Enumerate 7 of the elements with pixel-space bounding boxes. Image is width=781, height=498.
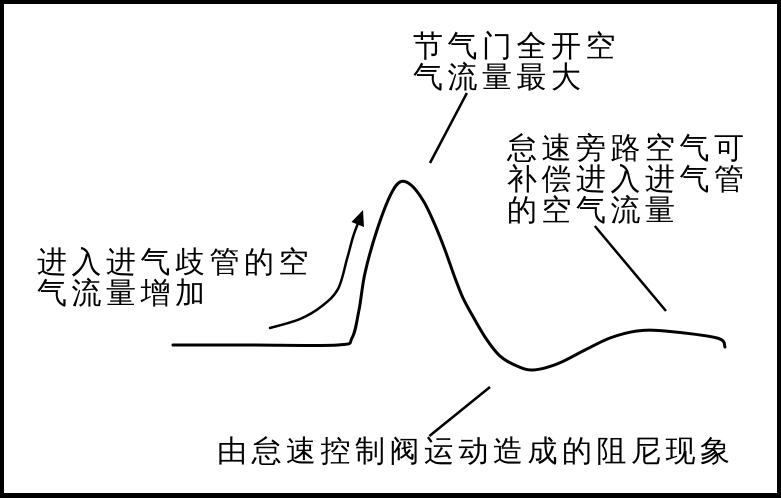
annotation-text: 进入进气歧管的空气流量增加 [37,247,317,309]
annotation-text: 由怠速控制阀运动造成的阻尼现象 [217,436,734,467]
leader-line [594,225,667,312]
leader-line [428,92,468,164]
annotation-text: 节气门全开空气流量最大 [413,31,625,93]
annotation-text: 怠速旁路空气可补偿进入进气管的空气流量 [507,133,753,226]
leader-line [428,386,491,437]
